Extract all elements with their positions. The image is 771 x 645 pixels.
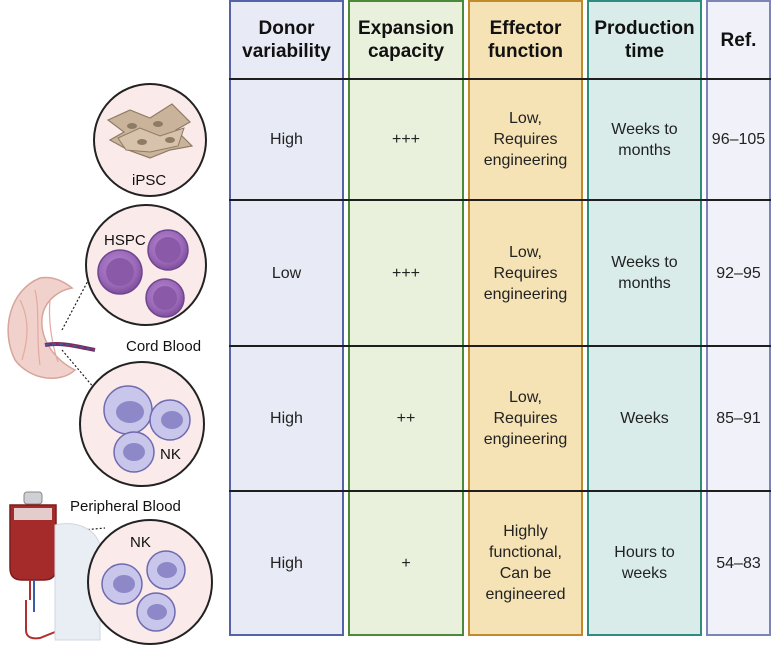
row4-donor: High: [270, 554, 303, 572]
header-ref: Ref.: [708, 3, 769, 77]
row1-effector: Low, Requires engineering: [483, 110, 568, 169]
header-donor-variability: Donor variability: [231, 3, 342, 77]
row4-ref-cell: 54–83: [708, 492, 769, 634]
header-donor-variability-text: Donor variability: [242, 18, 331, 62]
column-production-time: [587, 0, 702, 636]
blood-bag-icon: [9, 491, 70, 640]
row2-expansion: +++: [391, 264, 421, 282]
nk-cells-cord-blood-icon: [79, 361, 205, 487]
row-divider-2: [229, 345, 771, 347]
hspc-label: HSPC: [104, 232, 146, 249]
row2-donor: Low: [271, 264, 302, 282]
row4-expansion-cell: +: [350, 492, 462, 634]
header-ref-text: Ref.: [720, 29, 757, 51]
row3-effector: Low, Requires engineering: [483, 389, 568, 448]
row2-ref: 92–95: [716, 264, 761, 282]
row3-ref: 85–91: [716, 410, 761, 427]
row3-donor-cell: High: [231, 347, 342, 490]
row3-production: Weeks: [620, 410, 669, 427]
row3-effector-cell: Low, Requires engineering: [470, 347, 581, 490]
row1-production: Weeks to months: [611, 120, 678, 159]
row3-donor: High: [270, 410, 303, 427]
row1-ref-cell: 96–105: [708, 80, 769, 199]
hspc-cells-icon: [85, 204, 207, 326]
row3-expansion: ++: [396, 410, 416, 427]
row-divider-3: [229, 490, 771, 492]
header-production-time-text: Production time: [594, 18, 695, 62]
row2-production: Weeks to months: [611, 254, 678, 292]
header-production-time: Production time: [589, 3, 700, 77]
row3-ref-cell: 85–91: [708, 347, 769, 490]
header-divider: [229, 78, 771, 80]
row4-expansion: +: [401, 554, 411, 572]
row2-effector: Low, Requires engineering: [483, 243, 568, 303]
row2-donor-cell: Low: [231, 201, 342, 345]
row1-expansion: +++: [391, 131, 421, 148]
header-effector-function: Effector function: [470, 3, 581, 77]
row4-effector-cell: Highly functional, Can be engineered: [470, 492, 581, 634]
cell-source-illustration: [7, 83, 213, 645]
nk-peripheral-label: NK: [130, 534, 151, 551]
row4-donor-cell: High: [231, 492, 342, 634]
patient-arm-icon: [54, 523, 101, 641]
nk-cells-peripheral-blood-icon: [87, 519, 213, 645]
row1-ref: 96–105: [711, 131, 766, 148]
cord-blood-label: Cord Blood: [126, 338, 202, 355]
column-effector-function: [468, 0, 583, 636]
column-expansion-capacity: [348, 0, 464, 636]
row4-production-cell: Hours to weeks: [589, 492, 700, 634]
row4-production: Hours to weeks: [614, 544, 675, 582]
row4-ref: 54–83: [716, 554, 761, 572]
row1-expansion-cell: +++: [350, 80, 462, 199]
row4-effector: Highly functional, Can be engineered: [485, 523, 566, 603]
ipsc-cells-icon: [93, 83, 207, 197]
placenta-icon: [7, 276, 96, 379]
column-donor-variability: [229, 0, 344, 636]
row1-donor-cell: High: [231, 80, 342, 199]
peripheral-blood-label: Peripheral Blood: [70, 498, 181, 515]
row3-expansion-cell: ++: [350, 347, 462, 490]
row1-production-cell: Weeks to months: [589, 80, 700, 199]
row2-effector-cell: Low, Requires engineering: [470, 201, 581, 345]
row1-effector-cell: Low, Requires engineering: [470, 80, 581, 199]
row2-production-cell: Weeks to months: [589, 201, 700, 345]
row1-donor: High: [270, 131, 303, 148]
header-effector-function-text: Effector function: [488, 18, 563, 62]
row3-production-cell: Weeks: [589, 347, 700, 490]
header-expansion-capacity: Expansion capacity: [350, 3, 462, 77]
row-divider-1: [229, 199, 771, 201]
ipsc-label: iPSC: [132, 172, 167, 189]
column-ref: [706, 0, 771, 636]
row2-expansion-cell: +++: [350, 201, 462, 345]
row2-ref-cell: 92–95: [708, 201, 769, 345]
nk-cord-label: NK: [160, 446, 181, 463]
header-expansion-capacity-text: Expansion capacity: [357, 18, 455, 62]
